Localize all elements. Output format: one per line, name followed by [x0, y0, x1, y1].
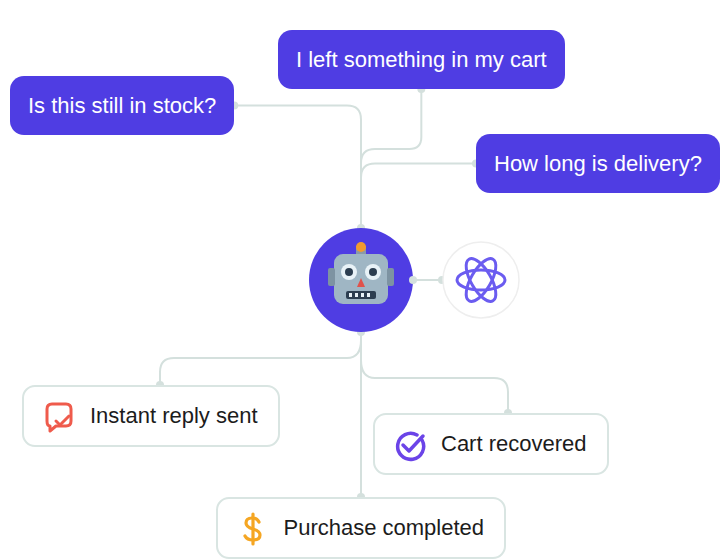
connector-wire [160, 340, 361, 385]
result-box: Cart recovered [373, 413, 609, 475]
connector-wire [360, 332, 362, 497]
chat-bubble: How long is delivery? [476, 134, 720, 193]
reply-icon [42, 400, 76, 434]
connector-wire [361, 89, 421, 163]
node-text: Purchase completed [284, 515, 485, 540]
chat-bubble: Is this still in stock? [10, 76, 234, 135]
atom-icon [457, 254, 505, 306]
dollar-icon [236, 512, 270, 546]
result-box: Purchase completed [216, 497, 507, 559]
node-text: Is this still in stock? [28, 93, 216, 118]
robot-circle [309, 228, 413, 332]
robot-face [328, 242, 394, 304]
node-text: I left something in my cart [296, 47, 547, 72]
node-text: How long is delivery? [494, 151, 702, 176]
connector-wire [361, 164, 476, 178]
node-text: Instant reply sent [90, 403, 258, 428]
connector-wire [361, 360, 508, 413]
chat-bubble: I left something in my cart [278, 30, 565, 89]
ai-circle [443, 242, 519, 318]
check-icon [393, 428, 427, 462]
node-text: Cart recovered [441, 431, 587, 456]
connector-wire [234, 106, 361, 229]
result-box: Instant reply sent [22, 385, 280, 447]
